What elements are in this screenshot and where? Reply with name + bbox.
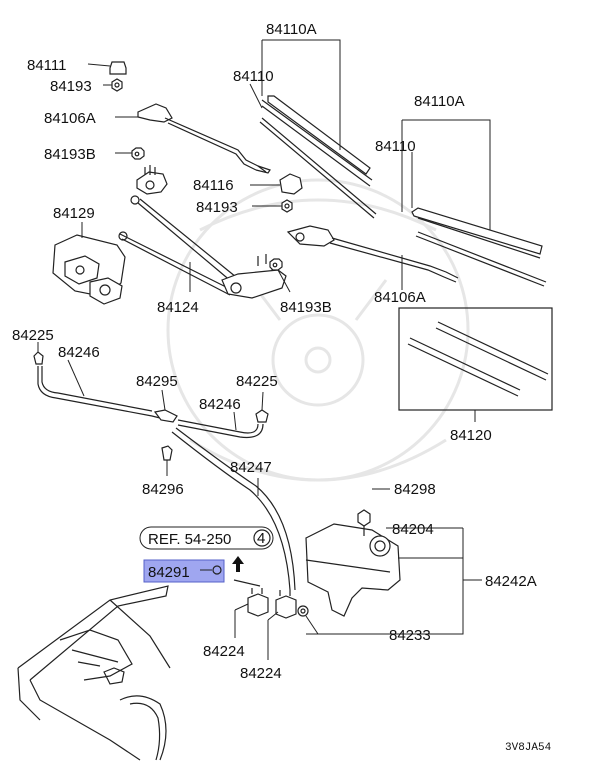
part-84193B-nut-top[interactable] [131,147,145,160]
watermark-emblem [166,178,470,482]
label-84106A-top: 84106A [44,110,96,127]
label-84291: 84291 [148,564,190,581]
ref-text: REF. 54-250 [148,531,231,548]
label-84193B-mid: 84193B [280,299,332,316]
part-84291-highlighted[interactable]: 84291 [143,559,225,583]
part-84106A-wiper-arm-left[interactable] [137,103,271,174]
label-84242A: 84242A [485,573,537,590]
part-84193-nut-top[interactable] [111,78,123,92]
part-84225-nozzle-left[interactable] [33,351,44,365]
label-84246-right: 84246 [199,396,241,413]
label-84224-left: 84224 [203,643,245,660]
label-84129: 84129 [53,205,95,222]
part-84111-cap[interactable] [109,61,127,75]
part-84246-hose-right[interactable] [177,419,264,439]
part-84110-blade-right[interactable] [411,207,547,287]
ref-box-54-250[interactable]: REF. 54-250 4 [139,526,274,550]
part-84246-hose-left[interactable] [37,366,161,419]
part-84247-hose-main[interactable] [171,427,296,591]
part-84193B-nut-mid[interactable] [269,258,283,271]
part-84120-blade-rubbers[interactable] [398,307,553,411]
label-84225-right: 84225 [236,373,278,390]
label-84298: 84298 [394,481,436,498]
part-84242A-washer-tank[interactable] [305,523,401,617]
label-84193-mid: 84193 [196,199,238,216]
label-84110A-left: 84110A [266,21,317,38]
label-84120: 84120 [450,427,492,444]
label-84247: 84247 [230,459,272,476]
part-84296-clip[interactable] [161,445,173,461]
ref-circle-number: 4 [257,530,265,547]
label-84296: 84296 [142,481,184,498]
part-84110-blade-left[interactable] [259,95,377,219]
label-84233: 84233 [389,627,431,644]
label-84110-right: 84110 [375,138,416,155]
label-84110A-right: 84110A [414,93,465,110]
diagram-code: 3V8JA54 [505,742,552,754]
label-84193B-top: 84193B [44,146,96,163]
label-84110-left: 84110 [233,68,274,85]
arrow-up-icon [232,556,244,572]
label-84246-left: 84246 [58,344,100,361]
car-location-illustration [17,585,171,761]
label-84193-top: 84193 [50,78,92,95]
part-84193-nut-mid[interactable] [281,199,293,213]
label-84224-right: 84224 [240,665,282,682]
label-84225-left: 84225 [12,327,54,344]
part-84298-bolt[interactable] [357,509,371,536]
part-84224-pump-right[interactable] [275,590,297,619]
label-84295: 84295 [136,373,178,390]
label-84116: 84116 [193,177,234,194]
label-84204: 84204 [392,521,434,538]
part-84225-nozzle-right[interactable] [255,409,269,423]
part-84129-wiper-motor[interactable] [52,234,126,305]
part-84295-joint[interactable] [153,409,178,423]
highlight-84291 [143,559,225,583]
part-84106A-wiper-arm-right[interactable] [286,225,459,283]
label-84106A-right: 84106A [374,289,426,306]
label-84111: 84111 [27,57,67,74]
part-84233-grommet[interactable] [297,605,309,617]
label-84124: 84124 [157,299,199,316]
part-84224-pump-left[interactable] [233,579,269,617]
part-84116-cover[interactable] [279,173,303,195]
